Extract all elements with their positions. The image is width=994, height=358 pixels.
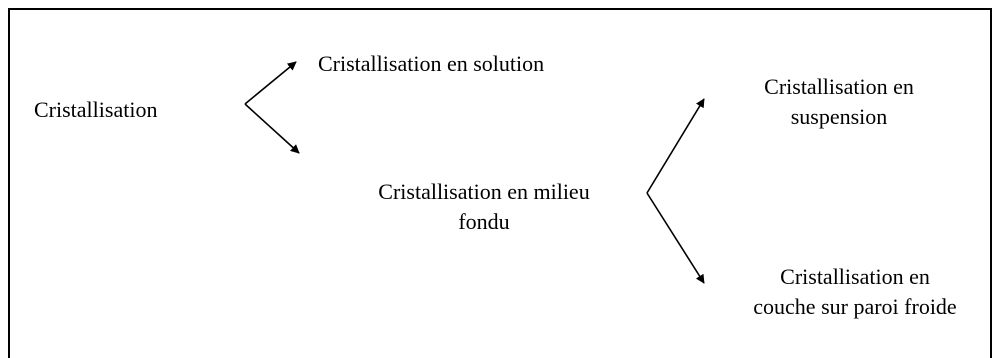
node-layer-line-1: Cristallisation en xyxy=(780,264,930,289)
arrow-melt-to-suspension xyxy=(646,98,705,194)
arrow-root-to-melt xyxy=(244,103,300,154)
arrow-root-to-solution xyxy=(244,61,297,105)
diagram-frame xyxy=(8,8,992,358)
node-layer-line-2: couche sur paroi froide xyxy=(753,294,957,319)
node-cristallisation-en-couche: Cristallisation en couche sur paroi froi… xyxy=(720,262,990,322)
node-cristallisation: Cristallisation xyxy=(34,95,157,125)
node-cristallisation-en-solution: Cristallisation en solution xyxy=(318,49,544,79)
node-cristallisation-en-suspension: Cristallisation en suspension xyxy=(716,72,962,132)
node-cristallisation-line-1: Cristallisation xyxy=(34,97,158,122)
node-cristallisation-en-milieu-fondu: Cristallisation en milieu fondu xyxy=(322,177,646,237)
node-melt-line-2: fondu xyxy=(458,209,510,234)
node-solution-line-1: Cristallisation en solution xyxy=(318,51,545,76)
node-melt-line-1: Cristallisation en milieu xyxy=(378,179,590,204)
arrow-melt-to-layer xyxy=(646,192,705,284)
node-suspension-line-2: suspension xyxy=(790,104,888,129)
node-suspension-line-1: Cristallisation en xyxy=(764,74,914,99)
